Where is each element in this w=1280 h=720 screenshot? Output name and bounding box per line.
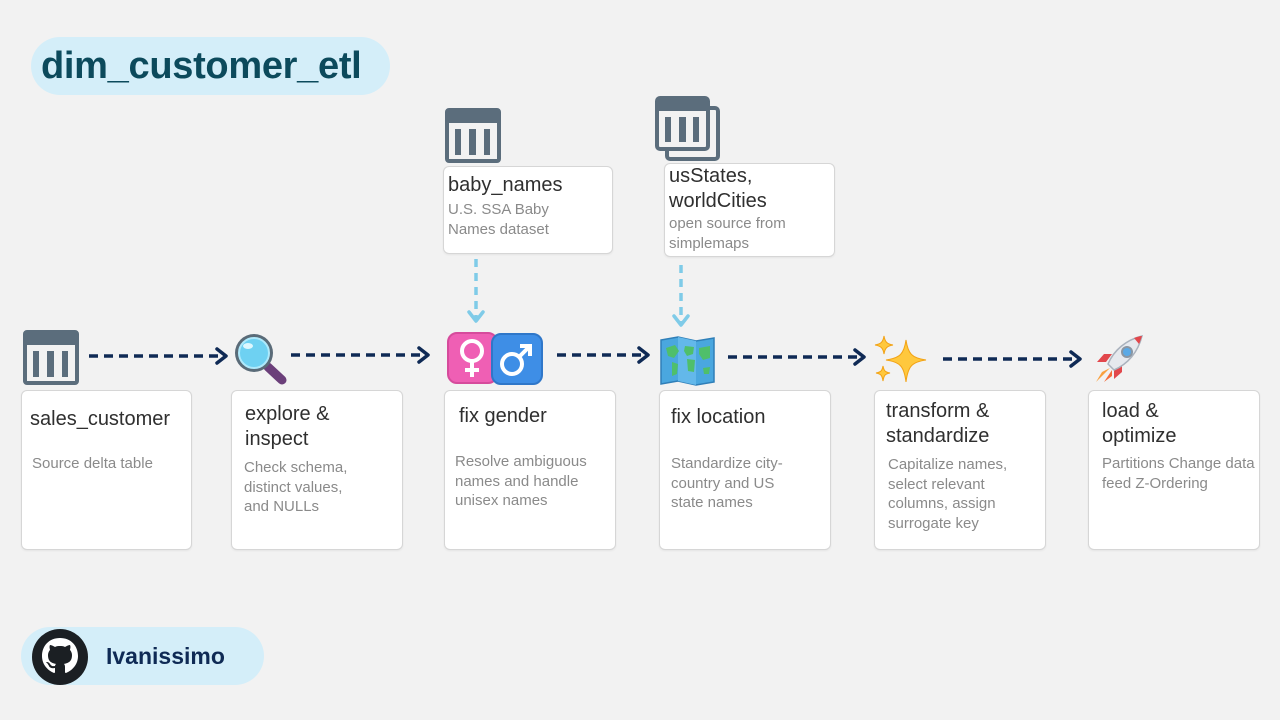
source-card-baby-names: baby_names U.S. SSA Baby Names dataset xyxy=(443,166,613,254)
step-card-title: fix gender xyxy=(459,405,547,427)
step-card-title: fix location xyxy=(671,406,766,428)
step-card-load-optimize: load & optimize Partitions Change data f… xyxy=(1088,390,1260,550)
source-card-title: usStates, worldCities xyxy=(669,165,767,212)
source-card-desc: open source from simplemaps xyxy=(669,215,786,252)
sparkles-icon xyxy=(874,335,927,383)
step-card-desc: Source delta table xyxy=(32,455,153,472)
step-card-explore-inspect: explore & inspect Check schema, distinct… xyxy=(231,390,403,550)
multi-table-icon xyxy=(655,96,720,161)
world-map-icon xyxy=(660,336,715,386)
table-icon xyxy=(445,108,501,163)
source-card-desc: U.S. SSA Baby Names dataset xyxy=(448,201,549,238)
step-card-sales-customer: sales_customer Source delta table xyxy=(21,390,192,550)
step-card-title: sales_customer xyxy=(30,408,171,430)
step-card-desc: Partitions Change data feed Z-Ordering xyxy=(1102,455,1255,492)
step-card-transform-standardize: transform & standardize Capitalize names… xyxy=(874,390,1046,550)
step-card-fix-location: fix location Standardize city-country an… xyxy=(659,390,831,550)
author-name: Ivanissimo xyxy=(106,643,225,669)
page-title: dim_customer_etl xyxy=(31,37,390,95)
step-card-title: transform & standardize xyxy=(886,400,990,447)
author-badge[interactable]: Ivanissimo xyxy=(21,627,264,685)
source-card-us-states-world-cities: usStates, worldCities open source from s… xyxy=(664,163,835,257)
step-card-desc: Resolve ambiguous names and handle unise… xyxy=(455,453,587,509)
step-card-title: load & optimize xyxy=(1102,400,1177,447)
source-card-title: baby_names xyxy=(448,174,563,196)
step-card-desc: Check schema, distinct values, and NULLs xyxy=(244,459,348,515)
table-icon xyxy=(23,330,79,385)
step-card-desc: Capitalize names, select relevant column… xyxy=(888,456,1008,532)
step-card-desc: Standardize city-country and US state na… xyxy=(671,455,783,511)
gender-symbols-icon xyxy=(447,332,543,385)
magnifying-glass-icon xyxy=(235,334,287,385)
github-icon xyxy=(32,629,88,685)
step-card-fix-gender: fix gender Resolve ambiguous names and h… xyxy=(444,390,616,550)
rocket-icon xyxy=(1096,334,1144,382)
step-card-title: explore & inspect xyxy=(245,403,330,450)
